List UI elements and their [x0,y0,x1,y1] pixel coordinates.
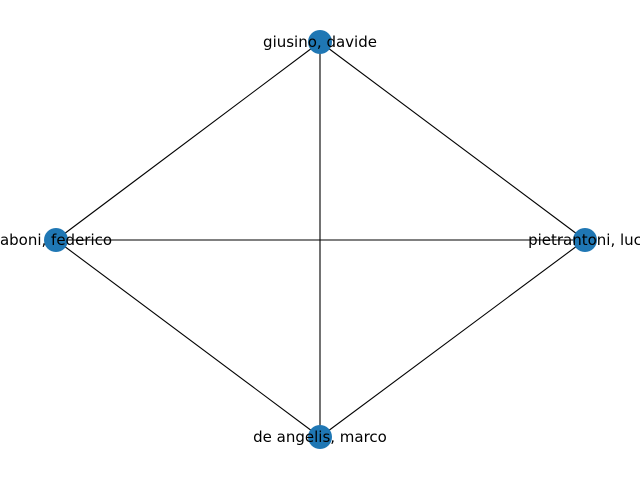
node-label-right: pietrantoni, luc [528,231,640,249]
node-label-top: giusino, davide [263,33,377,51]
edge-top-right [319,41,586,241]
edge-top-left [55,41,321,241]
edge-left-bottom [55,239,321,438]
node-bottom [308,425,332,449]
node-right [573,228,597,252]
node-label-left: aboni, federico [0,231,112,249]
graph-labels: giusino, davide aboni, federico pietranton… [0,33,640,446]
node-top [308,30,332,54]
node-left [44,228,68,252]
edge-right-bottom [319,239,586,438]
node-label-bottom: de angelis, marco [253,428,387,446]
graph-nodes [44,30,597,449]
graph-edges [55,41,586,438]
